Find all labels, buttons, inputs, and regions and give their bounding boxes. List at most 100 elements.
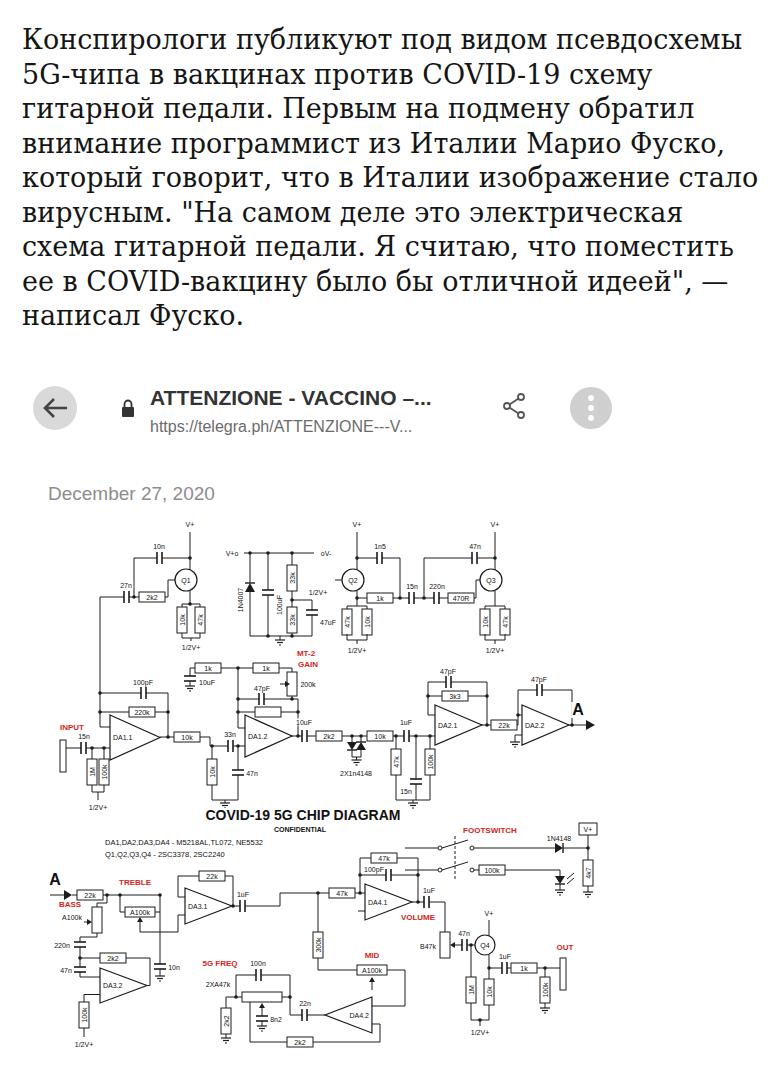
schematic-label: 100n [249, 960, 267, 967]
wire [588, 848, 589, 860]
switch-contact [438, 868, 442, 872]
wire [588, 886, 589, 892]
wire [396, 736, 397, 749]
potentiometer-symbol [357, 965, 387, 975]
capacitor-plate [232, 769, 244, 771]
wire [360, 875, 386, 876]
ground-symbol [261, 1030, 263, 1031]
resistor-symbol [221, 1008, 231, 1034]
resistor-symbol [79, 1002, 89, 1028]
schematic-label: 10k [180, 734, 193, 741]
wire [238, 746, 239, 770]
resistor-symbol [466, 977, 476, 1003]
capacitor-plate [385, 869, 387, 881]
schematic-label: 100k [101, 763, 108, 780]
opamp-outline [325, 997, 372, 1033]
transistor-outline [475, 935, 495, 955]
diode-symbol [356, 742, 366, 750]
schematic-label: 1uF [422, 887, 436, 894]
schematic-label: 10n [152, 543, 166, 550]
wire [250, 1002, 287, 1042]
wire [244, 553, 314, 554]
resistor-symbol [391, 749, 401, 775]
ground-symbol [257, 1025, 267, 1026]
wire [489, 1005, 490, 1020]
wire [165, 580, 175, 597]
resistor-symbol [362, 609, 372, 635]
resistor-symbol [207, 759, 217, 785]
resistor-symbol [195, 607, 205, 633]
transistor-circle: Q3 [480, 569, 502, 591]
schematic-label: 1k [261, 665, 270, 672]
resistor-symbol [329, 888, 355, 898]
wire [352, 750, 353, 757]
schematic-label: 220n [53, 942, 71, 949]
capacitor-plate [403, 730, 405, 742]
section-label: MID [364, 952, 381, 960]
schematic-label: 470R [452, 595, 471, 602]
section-label: MT-2 [296, 650, 316, 658]
schematic-label: 15n [405, 583, 419, 590]
wire [307, 736, 316, 737]
wire [98, 792, 99, 800]
wire [92, 748, 93, 759]
ground-symbol [512, 744, 518, 745]
wire [66, 748, 81, 749]
schematic-label: 47n [468, 543, 482, 550]
share-icon [518, 412, 524, 418]
arrowhead [137, 917, 143, 922]
junction-dot [296, 710, 300, 714]
transistor-outline [342, 569, 364, 591]
part-designator: DA1.2 [248, 733, 267, 740]
wire [416, 736, 417, 779]
schematic-label: 33k [289, 613, 296, 626]
transistor-circle: Q4 [475, 935, 495, 955]
resistor-symbol [174, 732, 200, 742]
wire [537, 968, 560, 969]
schematic-label: 47pF [439, 668, 457, 675]
jack-symbol [60, 740, 66, 772]
wire [160, 895, 161, 964]
ground-symbol [356, 764, 358, 765]
resistor-symbol [442, 691, 468, 701]
schematic-label: 47n [59, 967, 73, 974]
wire [190, 681, 191, 686]
switch-contact [470, 868, 474, 872]
wire [262, 1021, 263, 1026]
schematic-label: 1uF [399, 719, 413, 726]
ground-symbol [223, 1040, 229, 1041]
opamp-outline [245, 715, 292, 757]
schematic-label: 1uF [498, 953, 512, 960]
diagram-title: COVID-19 5G CHIP DIAGRAM [205, 808, 402, 822]
resistor-symbol [425, 749, 435, 775]
wire [281, 712, 298, 713]
resistor-symbol [139, 592, 165, 602]
wire [455, 836, 456, 880]
section-label: VOLUME [400, 914, 436, 922]
opamp-triangle: DA4.2 [325, 997, 372, 1033]
wire [190, 591, 191, 604]
opamp-triangle: DA1.2 [245, 715, 292, 757]
junction-dot [132, 595, 136, 599]
part-designator: DA2.2 [525, 722, 544, 729]
opamp-outline [522, 705, 569, 745]
resistor-symbol [129, 707, 155, 717]
wire [358, 911, 365, 912]
part-designator: DA1.1 [113, 734, 132, 741]
schematic-label: 10k [482, 615, 489, 628]
capacitor-plate [306, 1009, 308, 1021]
wire [72, 895, 77, 896]
ground-symbol [225, 1042, 227, 1043]
parts-note: DA1,DA2,DA3,DA4 - M5218AL,TL072, NE5532 [104, 839, 264, 847]
ground-symbol [275, 639, 285, 640]
opamp-outline [435, 705, 482, 745]
wire [474, 848, 555, 849]
wire [261, 975, 290, 997]
schematic-label: 22k [83, 892, 96, 899]
wire [236, 975, 256, 997]
diode-symbol [245, 583, 255, 592]
wire [495, 591, 496, 606]
ground-symbol [222, 805, 228, 806]
schematic-label: 47n [457, 930, 471, 937]
schematic-label: 2k2 [322, 733, 335, 740]
